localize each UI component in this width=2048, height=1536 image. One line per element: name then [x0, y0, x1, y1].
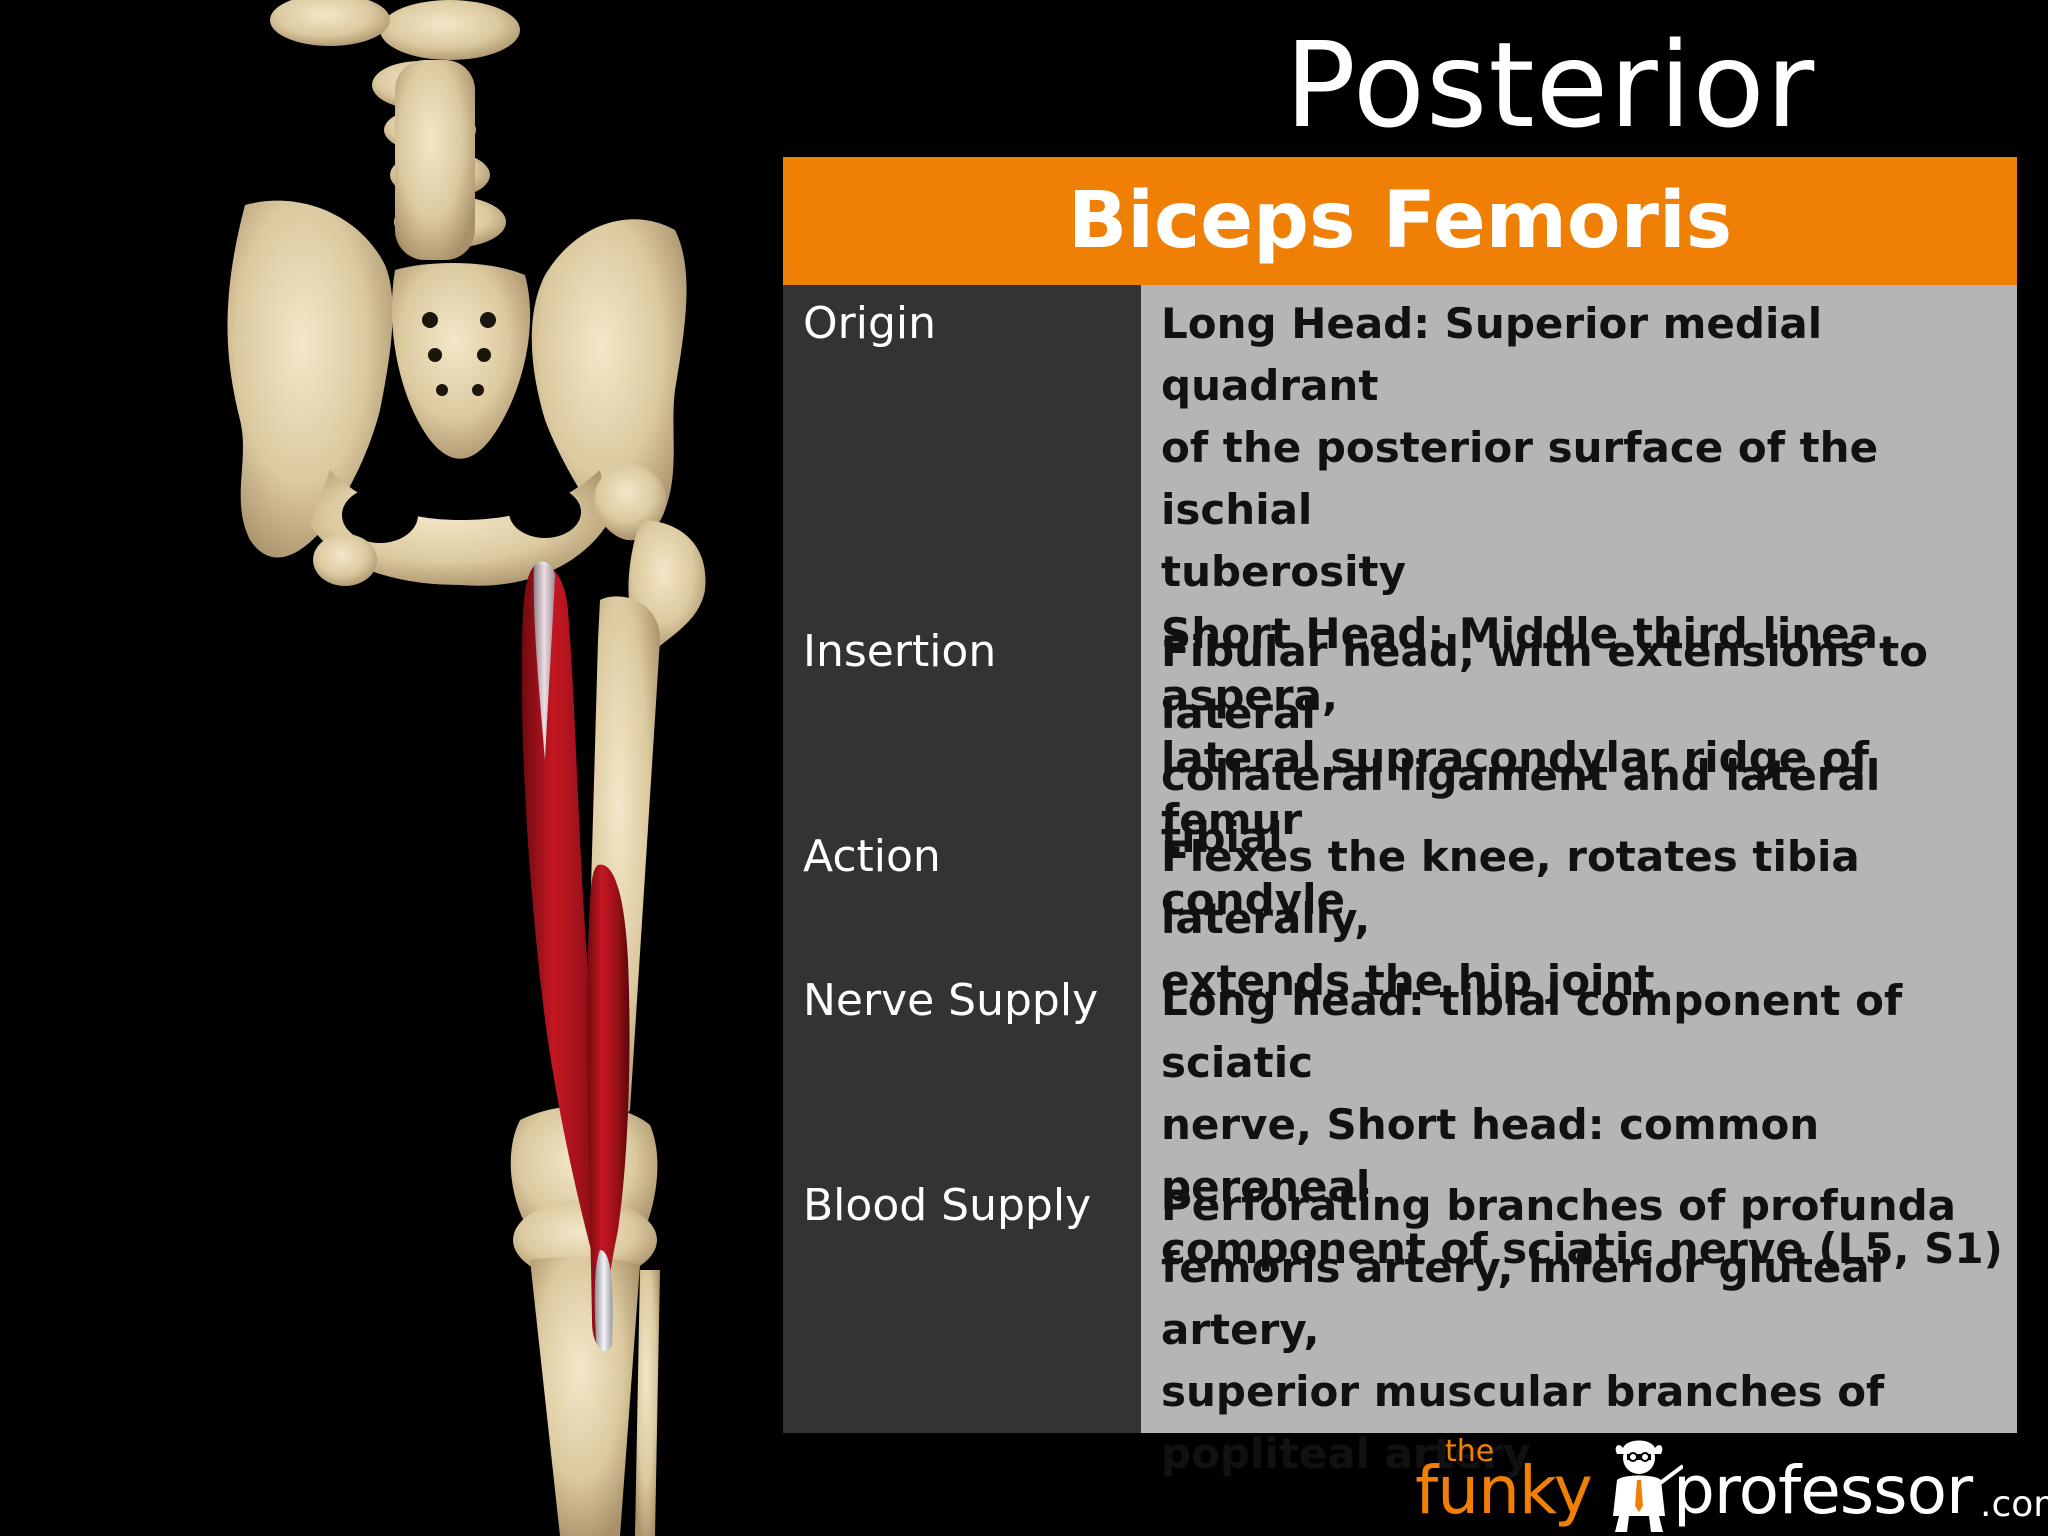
muscle-info-table: Biceps Femoris Origin Insertion Action N…	[783, 157, 2017, 1478]
brand-the: the	[1445, 1434, 1495, 1469]
value-line: Long Head: Superior medial quadrant	[1161, 299, 1823, 410]
row-label-blood-supply: Blood Supply	[803, 1180, 1092, 1231]
row-value-blood-supply: Perforating branches of profunda femoris…	[1161, 1175, 2011, 1485]
value-line: nerve, Short head: common peroneal	[1161, 1100, 1820, 1211]
value-line: Long head: tibial component of sciatic	[1161, 976, 1903, 1087]
value-line: extends the hip joint	[1161, 956, 1655, 1005]
value-line: Flexes the knee, rotates tibia laterally…	[1161, 832, 1860, 943]
value-line: lateral supracondylar ridge of femur	[1161, 733, 1870, 844]
label-column: Origin Insertion Action Nerve Supply Blo…	[783, 285, 1141, 1433]
professor-mascot-icon	[1613, 1440, 1683, 1532]
value-line: component of sciatic nerve (L5, S1)	[1161, 1224, 2003, 1273]
row-label-insertion: Insertion	[803, 626, 997, 677]
row-label-nerve-supply: Nerve Supply	[803, 975, 1099, 1026]
row-value-action: Flexes the knee, rotates tibia laterally…	[1161, 826, 2011, 1012]
row-value-insertion: Fibular head, with extensions to lateral…	[1161, 621, 2011, 931]
skeleton-muscle-illustration	[227, 0, 706, 1536]
value-line: femoris artery, inferior gluteal artery,	[1161, 1243, 1885, 1354]
brand-dot-com: .com	[1980, 1484, 2048, 1525]
muscle-name-header: Biceps Femoris	[783, 157, 2017, 285]
value-line: condyle	[1161, 875, 1345, 924]
brand-logo: the funky professor .com	[1415, 1432, 2048, 1532]
value-line: of the posterior surface of the ischial	[1161, 423, 1879, 534]
row-value-origin: Long Head: Superior medial quadrant of t…	[1161, 293, 2011, 851]
table-body: Origin Insertion Action Nerve Supply Blo…	[783, 285, 2017, 1478]
pelvis-bone	[227, 200, 687, 586]
value-line: tuberosity	[1161, 547, 1406, 596]
value-line: superior muscular branches of	[1161, 1367, 1885, 1416]
value-line: popliteal artery	[1161, 1429, 1531, 1478]
row-value-nerve-supply: Long head: tibial component of sciatic n…	[1161, 970, 2011, 1280]
value-column: Long Head: Superior medial quadrant of t…	[1141, 285, 2017, 1478]
brand-funky: funky	[1415, 1452, 1593, 1529]
value-line: Fibular head, with extensions to lateral	[1161, 627, 1929, 738]
row-label-origin: Origin	[803, 298, 936, 349]
spine-vertebrae	[270, 0, 520, 260]
value-line: Short Head: Middle third linea aspera,	[1161, 609, 1878, 720]
biceps-femoris-muscle	[521, 561, 630, 1352]
row-label-action: Action	[803, 831, 941, 882]
value-line: Perforating branches of profunda	[1161, 1181, 1957, 1230]
value-line: collateral ligament and lateral tibial	[1161, 751, 1881, 862]
brand-professor: professor	[1673, 1452, 1973, 1529]
